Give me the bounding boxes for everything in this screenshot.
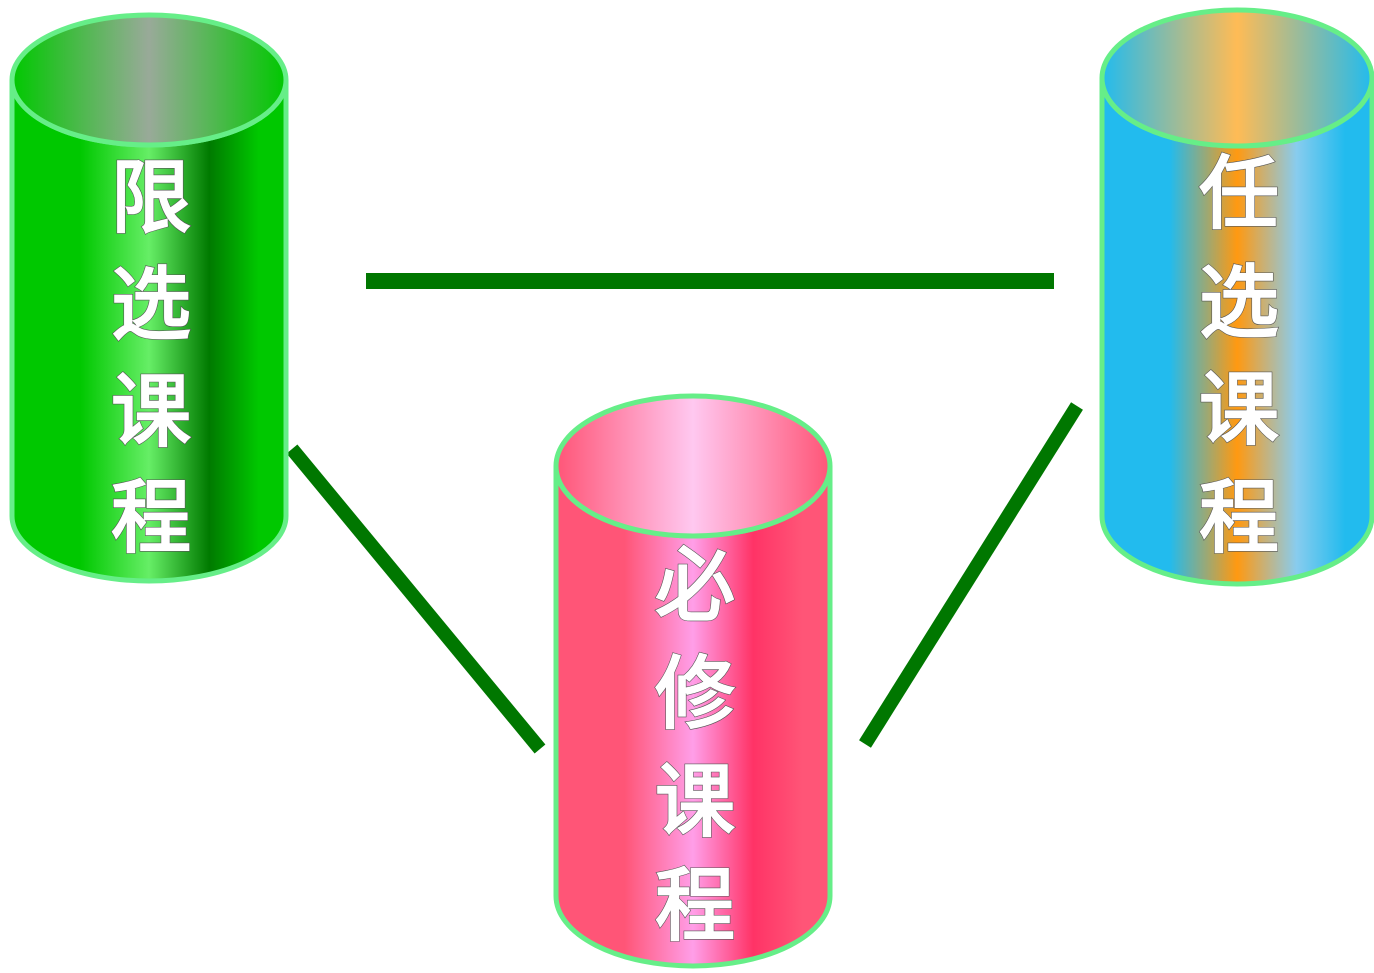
cylinder-top xyxy=(1099,7,1374,149)
label-char: 程 xyxy=(655,860,735,953)
label-char: 课 xyxy=(1199,364,1280,457)
cylinder-top xyxy=(9,12,289,148)
connector-lines xyxy=(286,273,1083,754)
label-char: 限 xyxy=(111,152,191,245)
cylinder-top xyxy=(553,393,833,539)
label-char: 课 xyxy=(655,756,736,849)
label-char: 任 xyxy=(1199,148,1279,241)
label-char: 课 xyxy=(111,366,192,459)
label-char: 修 xyxy=(655,648,736,741)
label-char: 必 xyxy=(655,540,735,633)
label-char: 程 xyxy=(1199,472,1279,565)
connector-right xyxy=(859,402,1083,748)
connector-left xyxy=(286,444,546,754)
label-char: 选 xyxy=(1199,257,1279,350)
label-char: 选 xyxy=(111,259,191,352)
label-char: 程 xyxy=(111,472,191,565)
